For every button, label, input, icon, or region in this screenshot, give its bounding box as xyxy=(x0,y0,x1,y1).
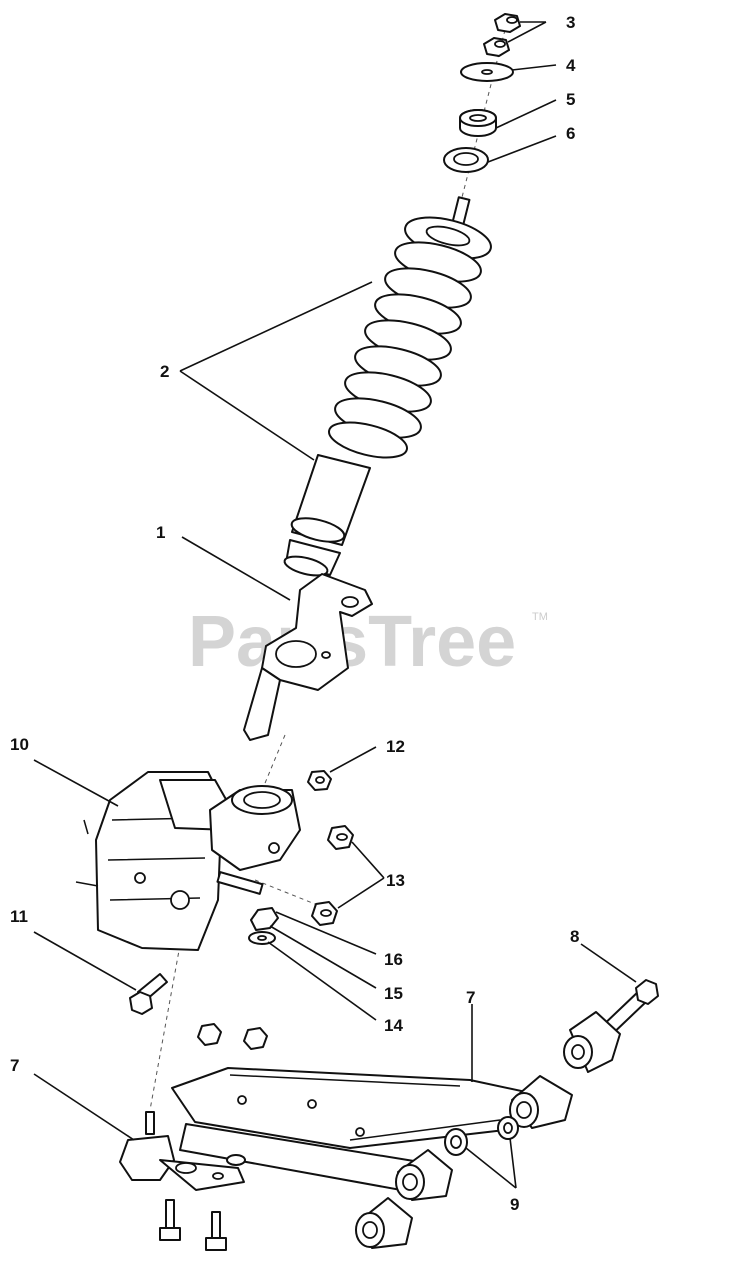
callout-6: 6 xyxy=(566,124,575,143)
callout-11: 11 xyxy=(10,907,28,926)
part-6-cup-washer xyxy=(443,147,489,173)
part-12-nut xyxy=(307,770,332,791)
bottom-bolts xyxy=(159,1199,227,1251)
callout-2: 2 xyxy=(160,362,169,381)
part-7-ball-joint xyxy=(119,1111,246,1191)
part-3-nuts xyxy=(483,13,521,57)
part-4-washer xyxy=(460,62,514,82)
callout-9: 9 xyxy=(510,1195,519,1214)
callout-labels: 3 4 5 6 2 1 10 12 13 11 8 16 15 7 14 7 9 xyxy=(10,13,579,1214)
arm-nuts xyxy=(197,1023,268,1050)
leader-lines xyxy=(33,21,637,1189)
spindle-knuckle xyxy=(209,785,301,895)
coil-spring xyxy=(328,216,492,459)
callout-3: 3 xyxy=(566,13,575,32)
callout-7-arm: 7 xyxy=(466,988,475,1007)
callout-4: 4 xyxy=(566,56,576,75)
callout-10: 10 xyxy=(10,735,29,754)
part-11-bolt xyxy=(129,973,168,1015)
watermark-trademark: TM xyxy=(532,611,548,623)
callout-15: 15 xyxy=(384,984,403,1003)
callout-12: 12 xyxy=(386,737,405,756)
callout-14: 14 xyxy=(384,1016,403,1035)
callout-1: 1 xyxy=(156,523,165,542)
part-5-bushing xyxy=(459,109,497,137)
callout-7-balljoint: 7 xyxy=(10,1056,19,1075)
lower-control-arm xyxy=(171,1067,541,1193)
part-10-caliper xyxy=(75,771,233,951)
callout-5: 5 xyxy=(566,90,575,109)
part-9-spacers xyxy=(444,1116,519,1156)
bushings xyxy=(355,1011,621,1249)
part-2-shock-absorber xyxy=(283,196,492,577)
callout-8: 8 xyxy=(570,927,579,946)
part-1-bracket xyxy=(243,573,373,741)
part-13-nuts xyxy=(311,825,354,926)
callout-13: 13 xyxy=(386,871,405,890)
part-14-washer xyxy=(248,931,276,945)
callout-16: 16 xyxy=(384,950,403,969)
part-16-castle-nut xyxy=(250,907,279,931)
